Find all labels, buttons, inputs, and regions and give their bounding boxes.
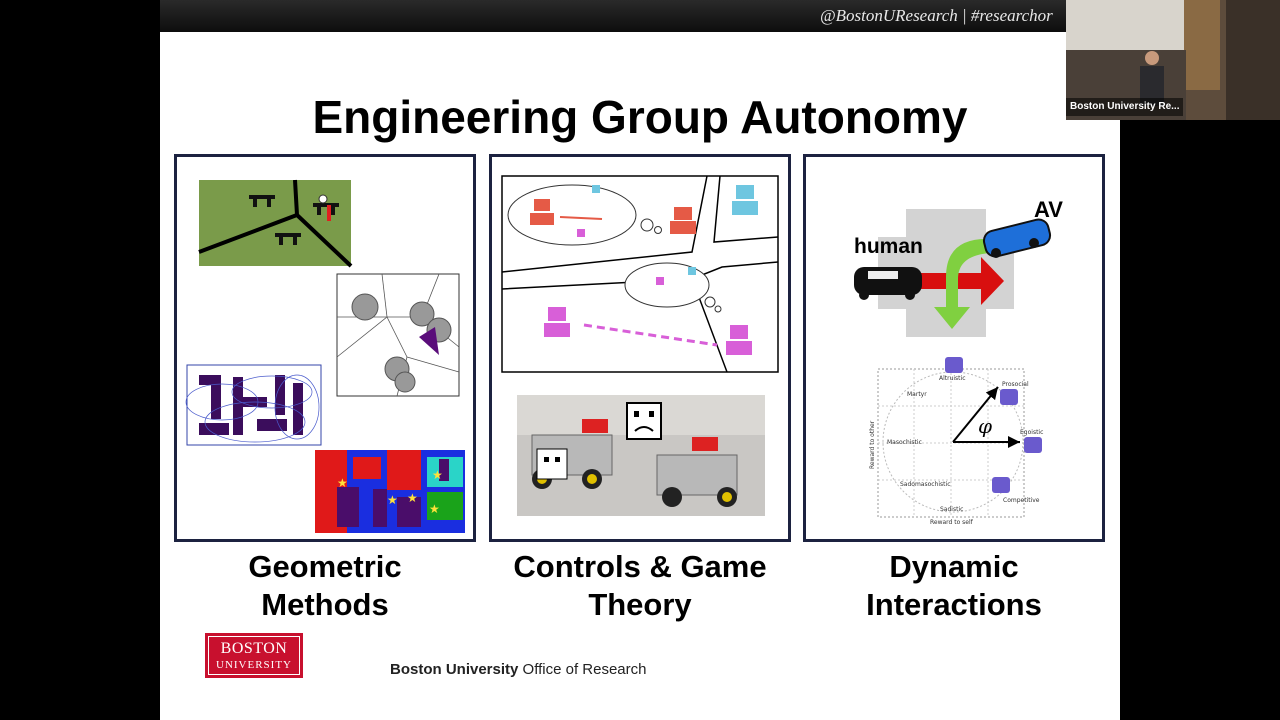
office-of-research-label: Boston University Office of Research: [390, 661, 646, 678]
panel-controls-game-theory: [489, 154, 791, 542]
dynamic-interactions-figure: AV human Altruistic Prosocial Martyr Mas…: [854, 197, 1063, 526]
human-label: human: [854, 235, 923, 258]
geometric-methods-figure: ★ ★ ★ ★ ★: [185, 179, 465, 533]
social-hashtag: @BostonUResearch | #researchor: [820, 6, 1053, 25]
caption-line: Geometric: [248, 549, 402, 584]
office-rest: Office of Research: [518, 661, 647, 678]
svg-text:★: ★: [429, 502, 440, 516]
presentation-slide: Engineering Group Autonomy: [160, 32, 1120, 720]
green-arrow: [934, 238, 991, 329]
human-car-icon: [854, 267, 922, 300]
av-label: AV: [1034, 197, 1063, 222]
svo-angle-label: φ: [978, 414, 992, 438]
caption-line: Interactions: [866, 587, 1042, 622]
robot-red-icon: [674, 207, 692, 220]
svo-circle-chart: Altruistic Prosocial Martyr Masochistic …: [869, 357, 1043, 526]
robot-car-right: [656, 437, 738, 507]
robot-pink-icon: [544, 307, 752, 355]
caption-line: Controls & Game: [513, 549, 767, 584]
slide-title: Engineering Group Autonomy: [312, 91, 968, 143]
svg-text:★: ★: [432, 468, 443, 482]
webcam-video: [1066, 0, 1280, 120]
svo-face-icons: [945, 357, 1042, 493]
webcam-participant-name: Boston University Re...: [1066, 98, 1184, 116]
svg-text:★: ★: [407, 491, 418, 505]
panel-dynamic-interactions: AV human Altruistic Prosocial Martyr Mas…: [803, 154, 1105, 542]
panel-geometric-methods: ★ ★ ★ ★ ★: [174, 154, 476, 542]
boston-university-logo: BOSTON UNIVERSITY: [205, 633, 303, 678]
logo-line1: BOSTON: [220, 640, 288, 657]
svo-martyr-label: Martyr: [907, 391, 927, 398]
red-arrow: [916, 257, 1004, 305]
svg-text:★: ★: [387, 493, 398, 507]
drone-icon: [249, 195, 339, 245]
face-marker: [626, 402, 662, 440]
caption-line: Methods: [261, 587, 389, 622]
robot-red-icon: [530, 199, 554, 225]
av-car-icon: [982, 218, 1052, 258]
caption-geometric-methods: Geometric Methods: [174, 548, 476, 624]
caption-dynamic-interactions: Dynamic Interactions: [803, 548, 1105, 624]
speaker-webcam-thumbnail[interactable]: Boston University Re...: [1066, 0, 1280, 120]
caption-line: Theory: [588, 587, 692, 622]
logo-line2: UNIVERSITY: [216, 659, 292, 671]
svo-x-axis-label: Reward to self: [930, 519, 974, 526]
svo-competitive-label: Competitive: [1003, 497, 1040, 504]
robot-cyan-icon: [736, 185, 754, 199]
controls-game-theory-figure: [501, 175, 779, 516]
svo-sadistic-label: Sadistic: [940, 506, 963, 513]
svo-masochistic-label: Masochistic: [887, 439, 922, 446]
svo-y-axis-label: Reward to other: [869, 420, 876, 469]
office-bold: Boston University: [390, 661, 519, 678]
robot-car-left: [531, 419, 613, 489]
svo-altruistic-label: Altruistic: [939, 375, 966, 382]
slide-header-bar: @BostonUResearch | #researchor: [160, 0, 1120, 32]
svo-prosocial-label: Prosocial: [1002, 381, 1029, 388]
caption-controls-game-theory: Controls & Game Theory: [489, 548, 791, 624]
speaker-head: [1145, 51, 1159, 65]
svo-egoistic-label: Egoistic: [1020, 429, 1043, 436]
svg-text:★: ★: [337, 476, 348, 490]
svo-sadomasochistic-label: Sadomasochistic: [900, 481, 951, 488]
caption-line: Dynamic: [889, 549, 1019, 584]
